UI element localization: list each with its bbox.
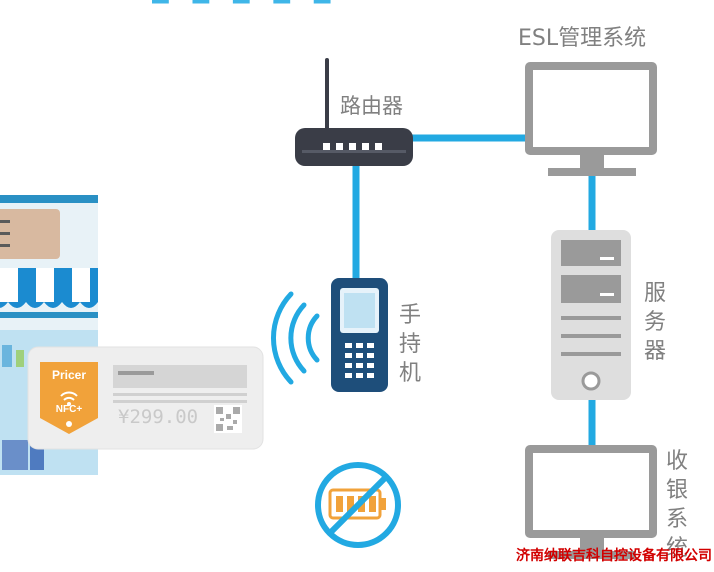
tag-nfc-label: NFC+ <box>55 404 83 415</box>
tag-brand: Pricer <box>51 368 87 382</box>
nfc-icon <box>60 391 78 401</box>
handheld-scanner-icon <box>331 278 388 392</box>
tag-price: ¥299.00 <box>118 406 199 428</box>
handheld-label: 手持机 <box>398 303 421 386</box>
qr-code-icon <box>214 405 242 433</box>
monitor-icon <box>525 62 657 176</box>
top-heading-fragment: ▬ ▬ ▬ ▬ ▬ <box>150 0 339 11</box>
router-label: 路由器 <box>340 94 403 118</box>
server-label: 服务器 <box>643 281 666 364</box>
no-battery-icon <box>315 462 401 548</box>
company-watermark: 济南纳联吉科自控设备有限公司 <box>516 548 712 564</box>
esl-system-label: ESL管理系统 <box>518 26 647 51</box>
server-icon <box>551 230 631 400</box>
pos-label: 收银系统 <box>665 449 688 561</box>
connection-lines <box>352 134 596 448</box>
wifi-signal-icon <box>271 291 320 385</box>
router-icon <box>295 58 413 166</box>
pos-monitor-icon <box>525 445 657 559</box>
esl-tag <box>27 346 264 450</box>
